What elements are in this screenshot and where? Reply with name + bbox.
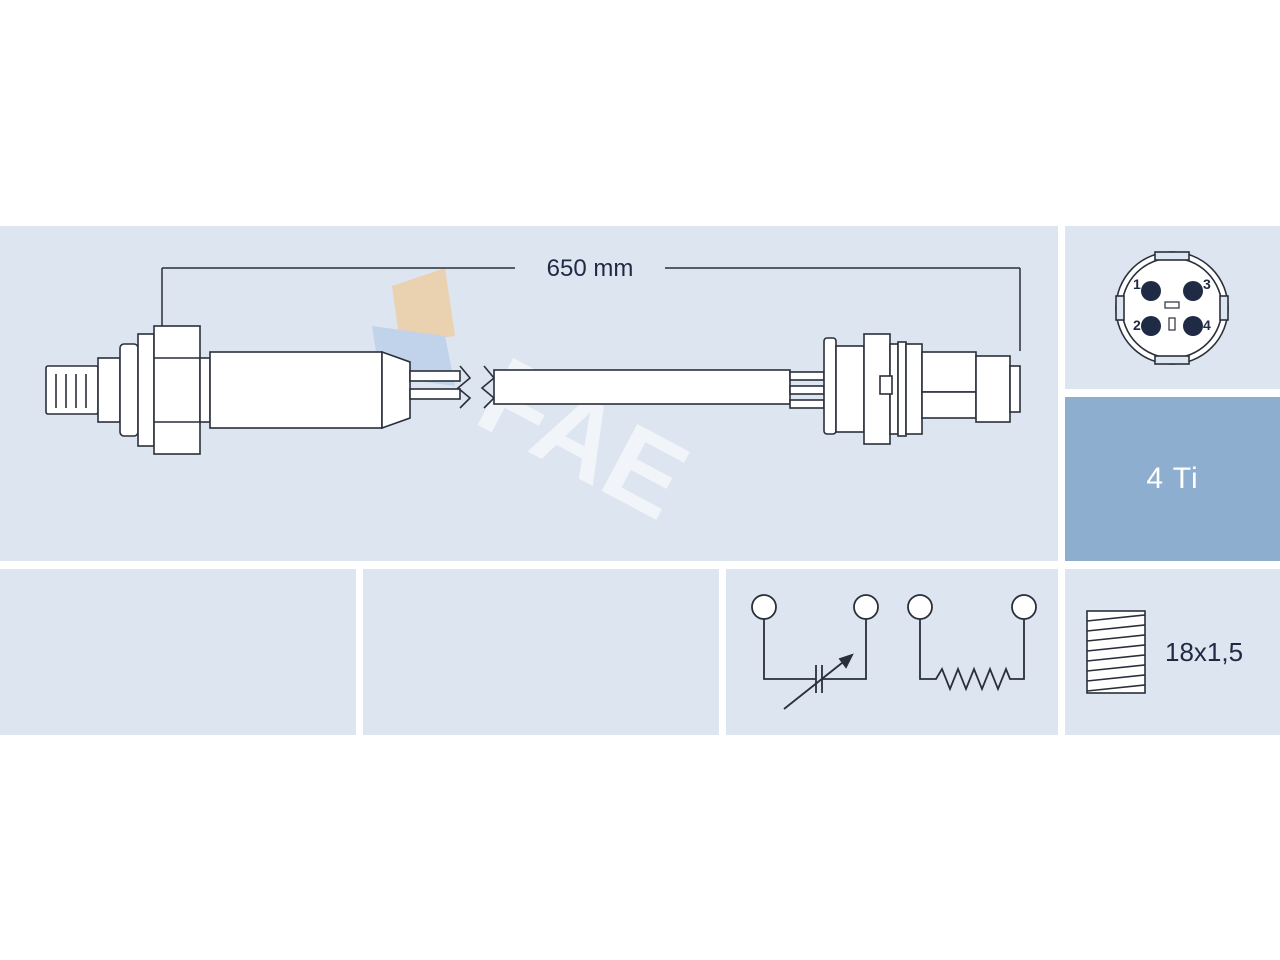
fae-watermark-text: FAE [460, 334, 707, 543]
connector-pinout-panel: 1 2 3 4 [1065, 226, 1280, 389]
thread-size-label: 18x1,5 [1165, 637, 1244, 667]
pin-3-label: 3 [1203, 276, 1211, 292]
pin-4-label: 4 [1203, 317, 1211, 333]
empty-panel-left [0, 569, 356, 735]
pin-1-dot [1141, 281, 1161, 301]
thread-panel: 18x1,5 [1065, 569, 1280, 735]
variable-resistor-icon [751, 594, 879, 710]
circuit-panel [726, 569, 1058, 735]
cable-length-label: 650 mm [547, 255, 634, 282]
lambda-sensor-drawing: FAE 650 mm [45, 255, 1021, 543]
pin-3-dot [1183, 281, 1203, 301]
thread-icon [1086, 610, 1146, 694]
wires-label: 4 Ti [1146, 462, 1199, 495]
pin-1-label: 1 [1133, 276, 1141, 292]
pin-2-label: 2 [1133, 317, 1141, 333]
dimension-line [161, 267, 1021, 351]
sensor-drawing-panel: FAE 650 mm [0, 226, 1058, 561]
empty-panel-middle [363, 569, 719, 735]
pin-4-dot [1183, 316, 1203, 336]
connector-pinout-icon: 1 2 3 4 [1115, 251, 1229, 365]
pin-2-dot [1141, 316, 1161, 336]
heater-resistor-icon [907, 594, 1037, 692]
circuit-diagram [751, 594, 1037, 710]
sensor-body [45, 325, 1021, 455]
wires-panel: 4 Ti [1065, 397, 1280, 561]
